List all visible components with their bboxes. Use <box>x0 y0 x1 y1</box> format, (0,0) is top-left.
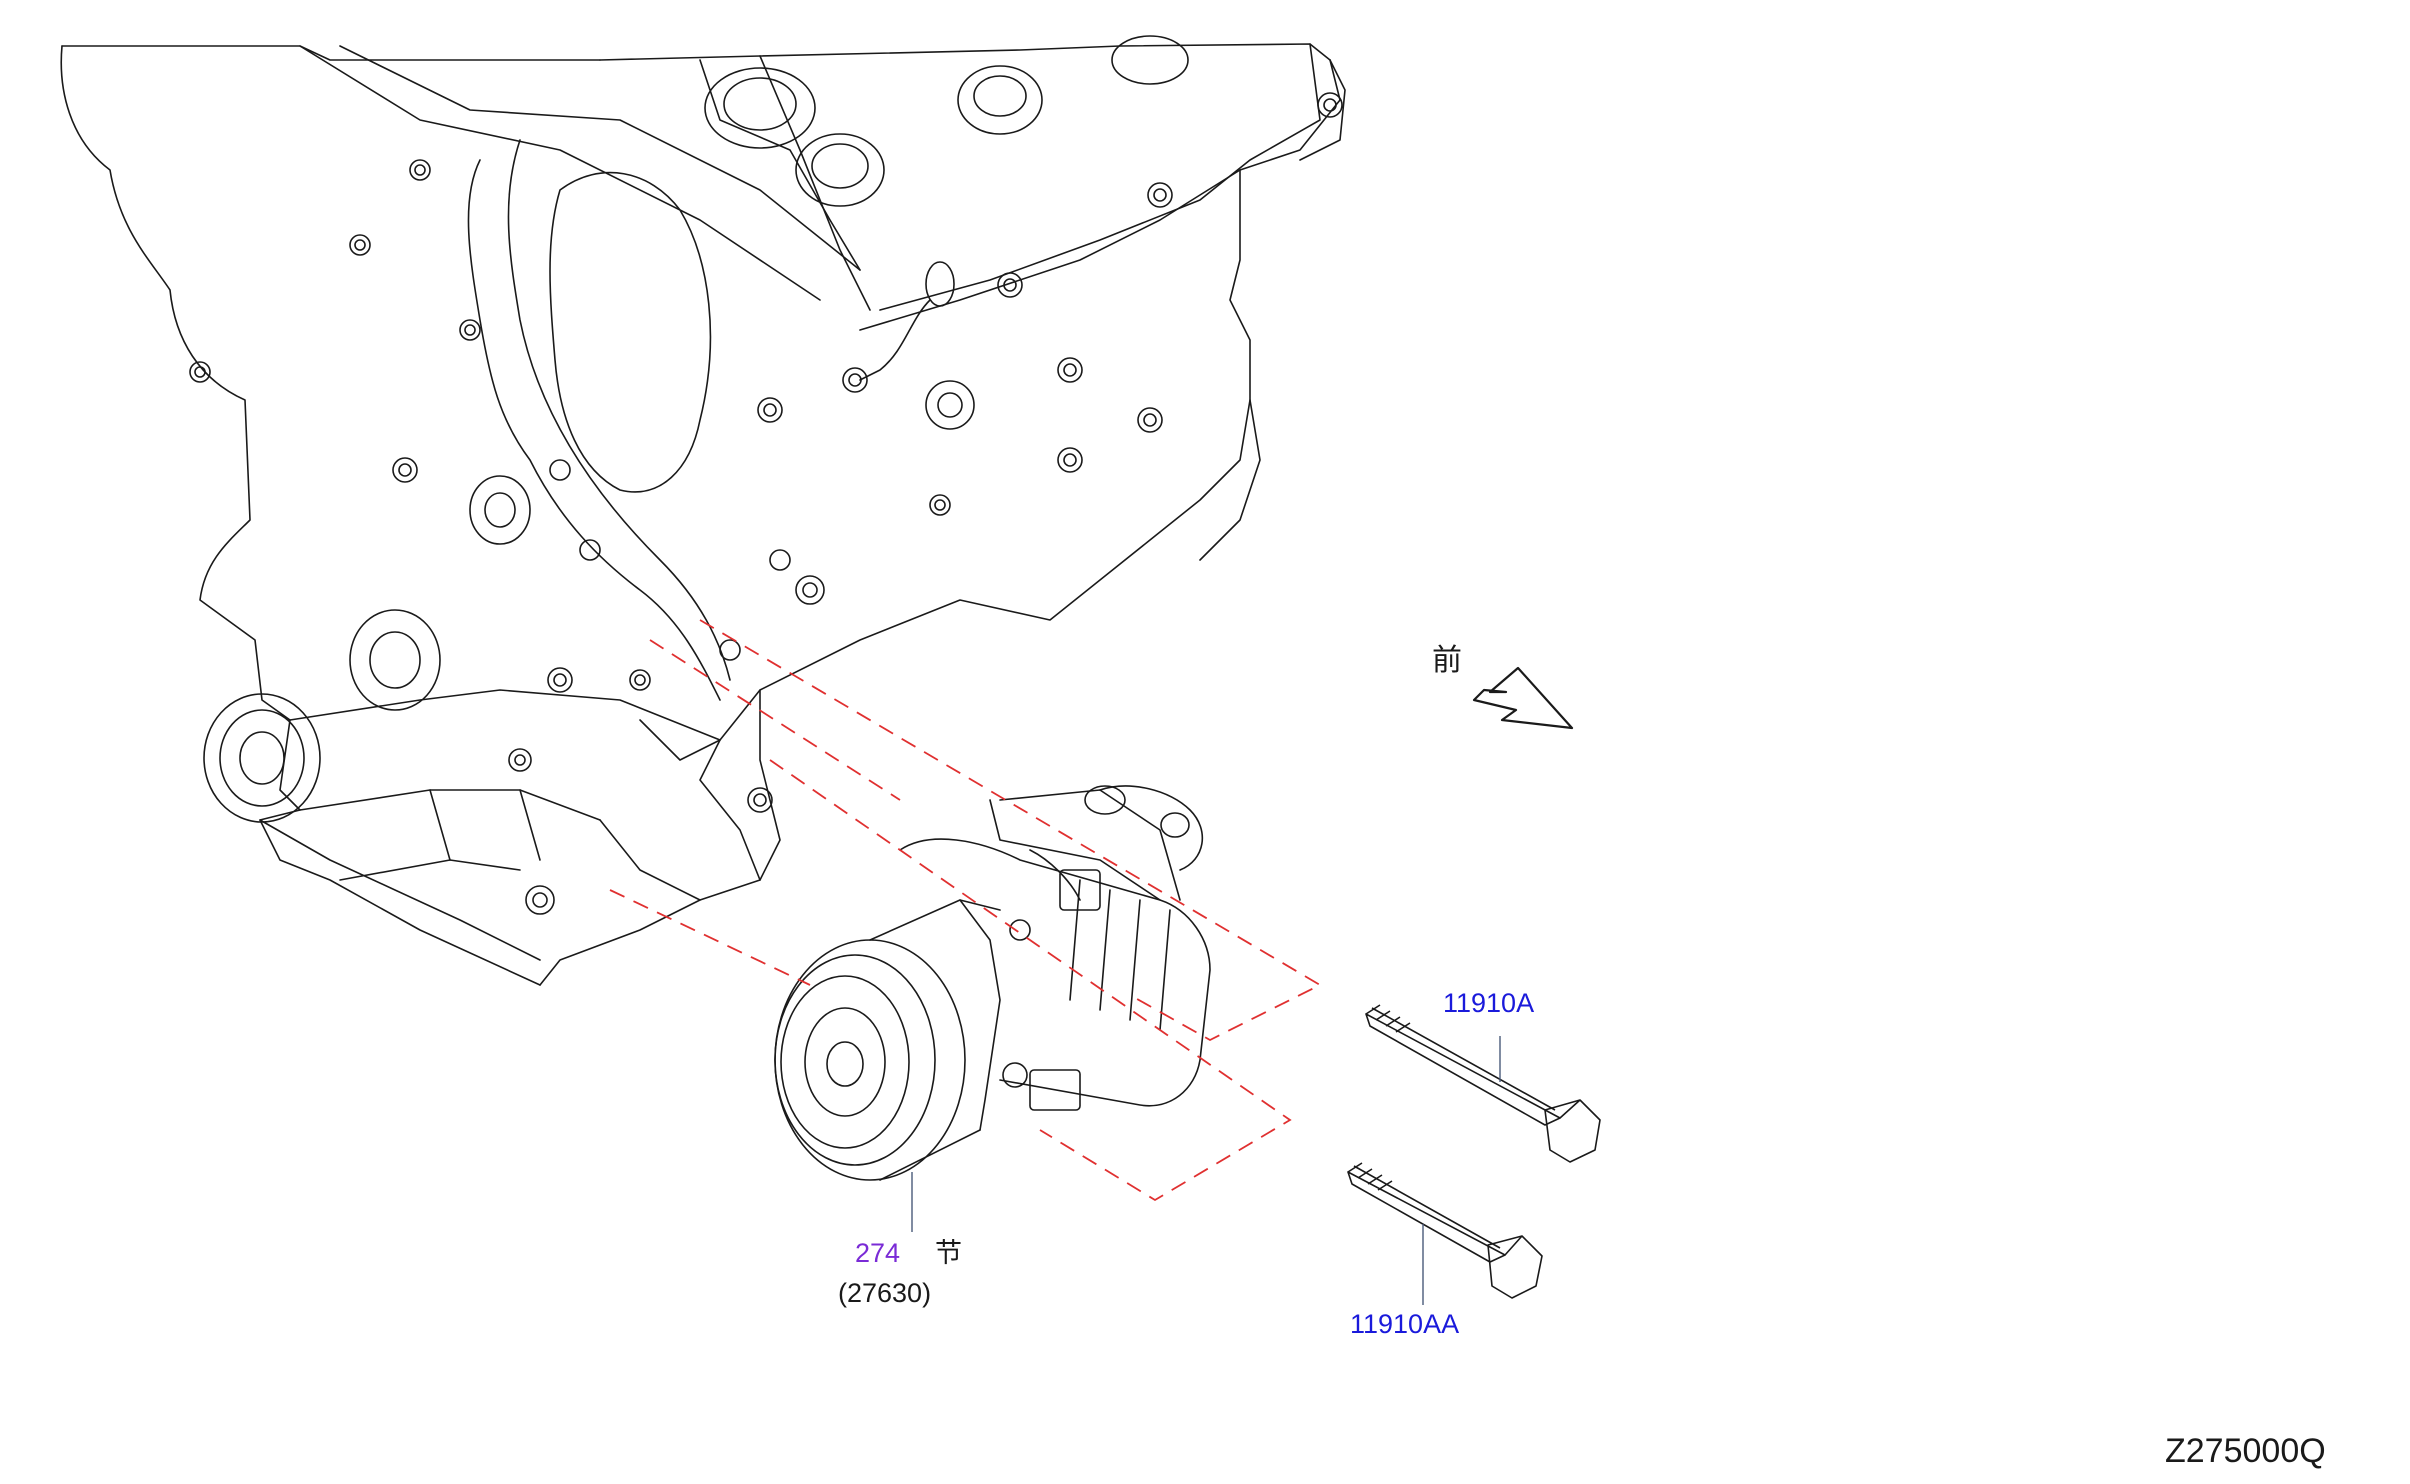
ac-compressor-illustration <box>774 785 1211 1181</box>
front-arrow-label: 前 <box>1432 643 1462 678</box>
diagram-code: Z275000Q <box>2165 1432 2326 1470</box>
assembly-dashed-lines <box>609 619 1322 1202</box>
bolt-11910aa-link[interactable]: 11910AA <box>1350 1309 1459 1339</box>
callout-leader-lines <box>911 1036 1501 1305</box>
bolt-11910a-link[interactable]: 11910A <box>1443 988 1534 1018</box>
part-274-link[interactable]: 274 <box>855 1238 900 1268</box>
bolt-11910aa-illustration <box>1347 1162 1543 1299</box>
part-274-suffix: 节 <box>935 1238 962 1269</box>
part-274-subnumber: (27630) <box>838 1278 931 1308</box>
arrow-down-right-icon <box>1472 666 1574 730</box>
engine-block-illustration <box>60 35 1346 986</box>
bolt-11910a-illustration <box>1365 1004 1601 1163</box>
